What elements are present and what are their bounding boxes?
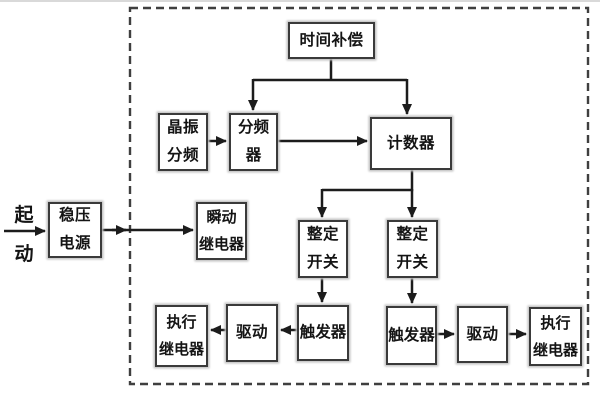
node-drive-left: 驱动 <box>226 304 278 362</box>
node-exec-relay-right: 执行 继电器 <box>529 307 582 366</box>
node-exec-relay-left: 执行 继电器 <box>155 305 208 367</box>
dashed-boundary <box>128 6 590 386</box>
node-instant-relay: 瞬动 继电器 <box>196 202 247 260</box>
connector-counter-branch <box>322 170 414 192</box>
node-trigger-left: 触发器 <box>297 305 349 361</box>
node-frequency-divider: 分频器 <box>229 113 278 171</box>
node-drive-right: 驱动 <box>457 306 508 363</box>
start-label: 起 动 <box>14 205 34 265</box>
node-setting-switch-left: 整定 开关 <box>298 220 348 278</box>
node-crystal-divider: 晶振 分频 <box>158 113 208 171</box>
node-counter: 计数器 <box>370 117 452 170</box>
node-time-compensation: 时间补偿 <box>288 22 375 59</box>
node-setting-switch-right: 整定 开关 <box>387 220 438 278</box>
node-trigger-right: 触发器 <box>386 306 437 365</box>
node-regulated-power: 稳压 电源 <box>48 202 102 258</box>
page-top-edge <box>0 0 600 2</box>
